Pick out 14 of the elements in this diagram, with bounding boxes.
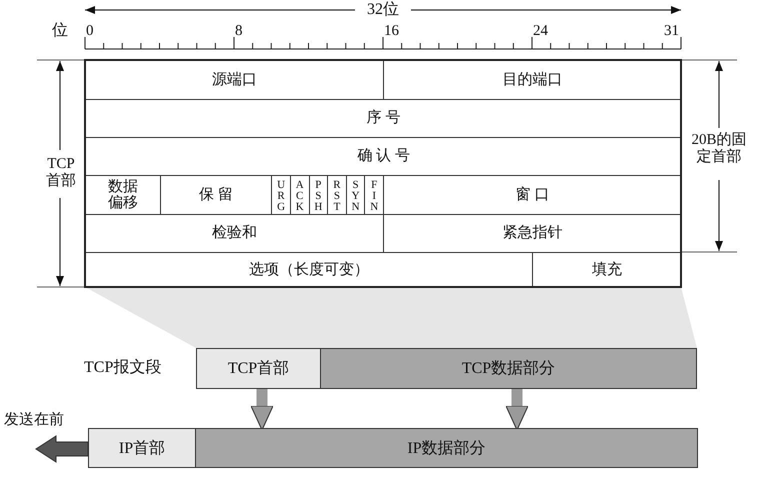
header-segment-box: IP首部 (88, 428, 196, 468)
block-arrow (250, 389, 274, 430)
tick-label: 24 (533, 23, 549, 40)
block-arrow (506, 389, 528, 430)
data-segment-box: IP数据部分 (195, 428, 698, 468)
tick-label: 31 (663, 23, 679, 40)
header-segment-box: TCP首部 (196, 348, 321, 389)
tick-label: 0 (86, 23, 94, 40)
data-segment-box: TCP数据部分 (320, 348, 697, 389)
tick-label: 16 (384, 23, 400, 40)
tick-label: 8 (235, 23, 244, 40)
segment-label: TCP报文段 (84, 359, 162, 376)
axis-title: 位 (52, 22, 69, 39)
direction-label: 发送在前 (4, 412, 65, 429)
